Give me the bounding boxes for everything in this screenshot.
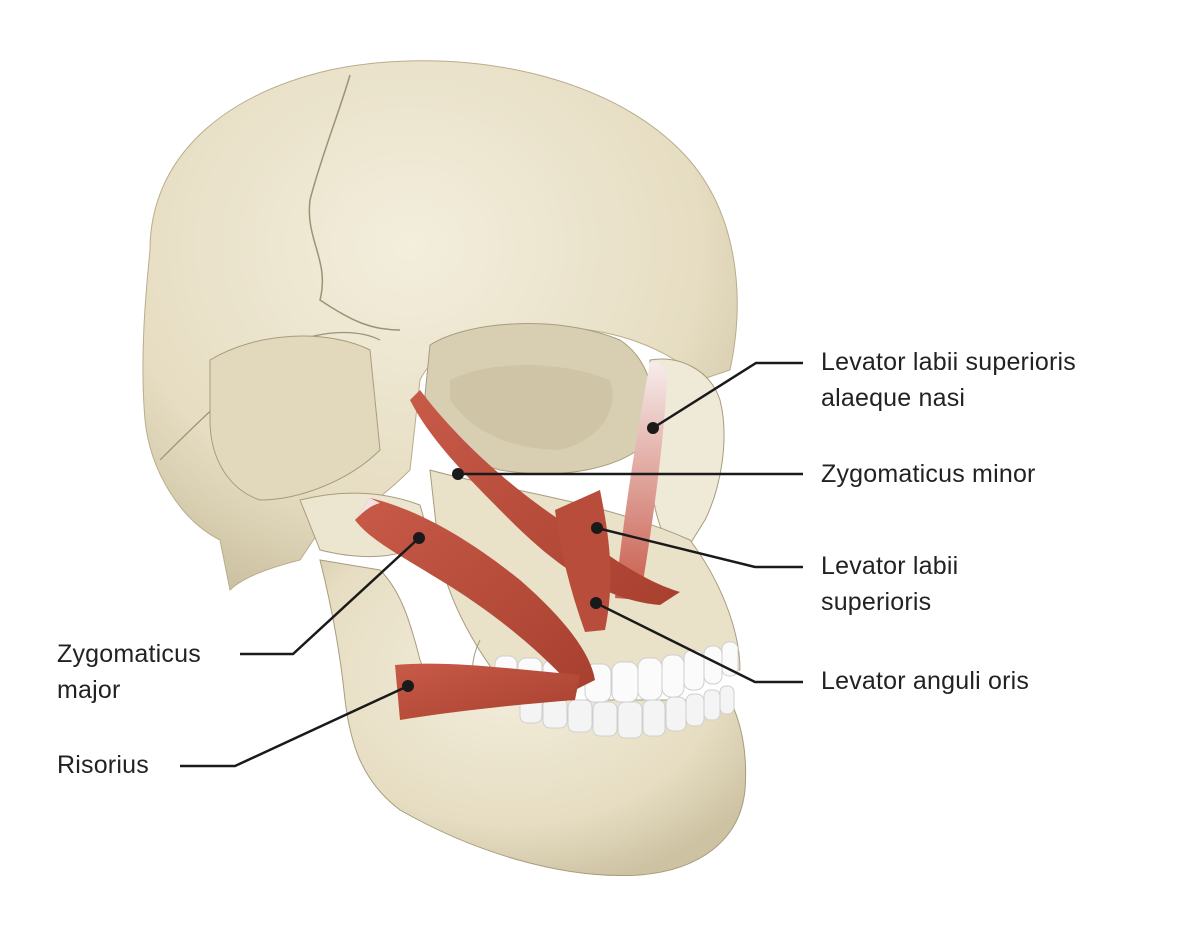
label-line: Levator anguli oris — [821, 667, 1030, 695]
nasal-bones — [649, 358, 725, 561]
label-line: Zygomaticus minor — [821, 460, 1036, 488]
label-line: Levator labii — [821, 552, 959, 580]
label-line: major — [57, 676, 121, 704]
leader-dots — [402, 422, 659, 692]
label-risorius: Risorius — [57, 747, 149, 783]
label-line: Zygomaticus — [57, 640, 201, 668]
label-levator-anguli-oris: Levator anguli oris — [821, 663, 1029, 699]
label-line: Risorius — [57, 751, 149, 779]
leader-line-levator-anguli-oris — [595, 601, 803, 684]
coronal-suture — [308, 74, 401, 331]
leader-lines — [180, 361, 803, 768]
leader-line-levator-labii-superioris — [596, 526, 803, 569]
label-zygomaticus-minor: Zygomaticus minor — [821, 456, 1036, 492]
muscle-risorius — [395, 663, 580, 720]
lower-teeth — [519, 685, 735, 739]
label-levator-labii-superioris: Levator labii superioris — [821, 548, 958, 620]
label-line: alaeque nasi — [821, 384, 966, 412]
label-line: Levator labii superioris — [821, 348, 1076, 376]
muscle-zygomaticus-major — [355, 498, 595, 690]
leader-line-lls-alaeque-nasi — [652, 361, 803, 430]
label-line: superioris — [821, 588, 932, 616]
label-zygomaticus-major: Zygomaticus major — [57, 636, 201, 708]
label-levator-labii-superioris-alaeque-nasi: Levator labii superioris alaeque nasi — [821, 344, 1076, 416]
muscle-zygomaticus-minor — [410, 390, 680, 605]
muscle-levator-labii-superioris-alaeque-nasi — [615, 361, 667, 600]
leader-line-zygomaticus-major — [240, 537, 420, 656]
facial-muscles — [355, 361, 680, 720]
leader-line-risorius — [180, 684, 409, 768]
